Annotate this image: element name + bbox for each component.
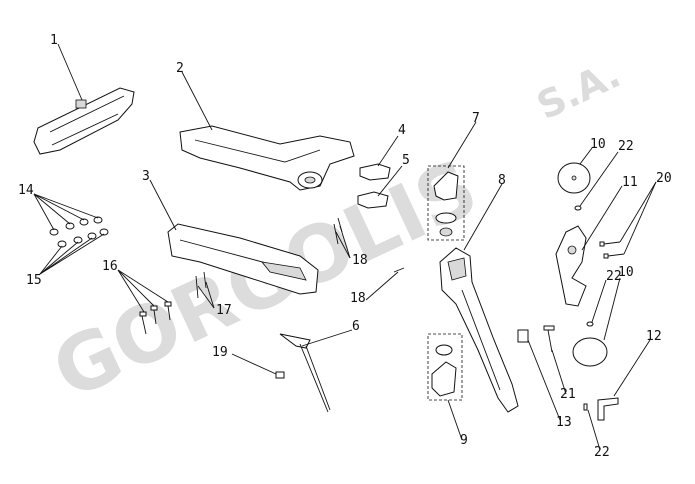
callout-18-bottom: 18 bbox=[350, 291, 366, 306]
callout-12: 12 bbox=[646, 329, 662, 344]
callout-22-middle: 22 bbox=[606, 269, 622, 284]
callout-22-bottom: 22 bbox=[594, 445, 610, 460]
callout-3: 3 bbox=[142, 169, 150, 184]
callout-labels: 1 2 3 4 5 6 7 8 9 10 10 11 12 13 14 15 1… bbox=[18, 33, 672, 460]
part-11-plate bbox=[555, 225, 587, 307]
callout-22-top: 22 bbox=[618, 139, 634, 154]
callout-18-top: 18 bbox=[352, 253, 368, 268]
fasteners bbox=[139, 205, 625, 411]
part-9-group bbox=[427, 333, 463, 401]
part-5-bracket bbox=[357, 191, 389, 209]
callout-19: 19 bbox=[212, 345, 228, 360]
watermark-suffix: S.A. bbox=[530, 52, 627, 128]
callout-21: 21 bbox=[560, 387, 576, 402]
part-6-rod bbox=[279, 333, 331, 413]
callout-10-top: 10 bbox=[590, 137, 606, 152]
callout-20: 20 bbox=[656, 171, 672, 186]
callout-4: 4 bbox=[398, 123, 406, 138]
callout-16: 16 bbox=[102, 259, 118, 274]
part-7-group bbox=[427, 165, 465, 241]
part-1-mudguard bbox=[33, 87, 135, 155]
callout-6: 6 bbox=[352, 319, 360, 334]
leader-lines bbox=[33, 43, 657, 451]
callout-13: 13 bbox=[556, 415, 572, 430]
callout-8: 8 bbox=[498, 173, 506, 188]
callout-15: 15 bbox=[26, 273, 42, 288]
part-8-arm bbox=[439, 247, 519, 413]
callout-11: 11 bbox=[622, 175, 638, 190]
callout-7: 7 bbox=[472, 111, 480, 126]
callout-17: 17 bbox=[216, 303, 232, 318]
part-10-disc-top bbox=[557, 162, 591, 194]
part-2-upper-frame bbox=[179, 125, 355, 191]
callout-2: 2 bbox=[176, 61, 184, 76]
part-13-block bbox=[517, 329, 529, 343]
part-4-bracket bbox=[359, 163, 391, 181]
parts-14-15-washers bbox=[49, 216, 109, 248]
part-10-disc-bottom bbox=[572, 337, 608, 367]
callout-1: 1 bbox=[50, 33, 58, 48]
callout-10-bottom: 10 bbox=[618, 265, 634, 280]
part-12-pin bbox=[597, 397, 619, 421]
part-3-lower-frame bbox=[167, 223, 319, 295]
callout-14: 14 bbox=[18, 183, 34, 198]
callout-5: 5 bbox=[402, 153, 410, 168]
callout-9: 9 bbox=[460, 433, 468, 448]
